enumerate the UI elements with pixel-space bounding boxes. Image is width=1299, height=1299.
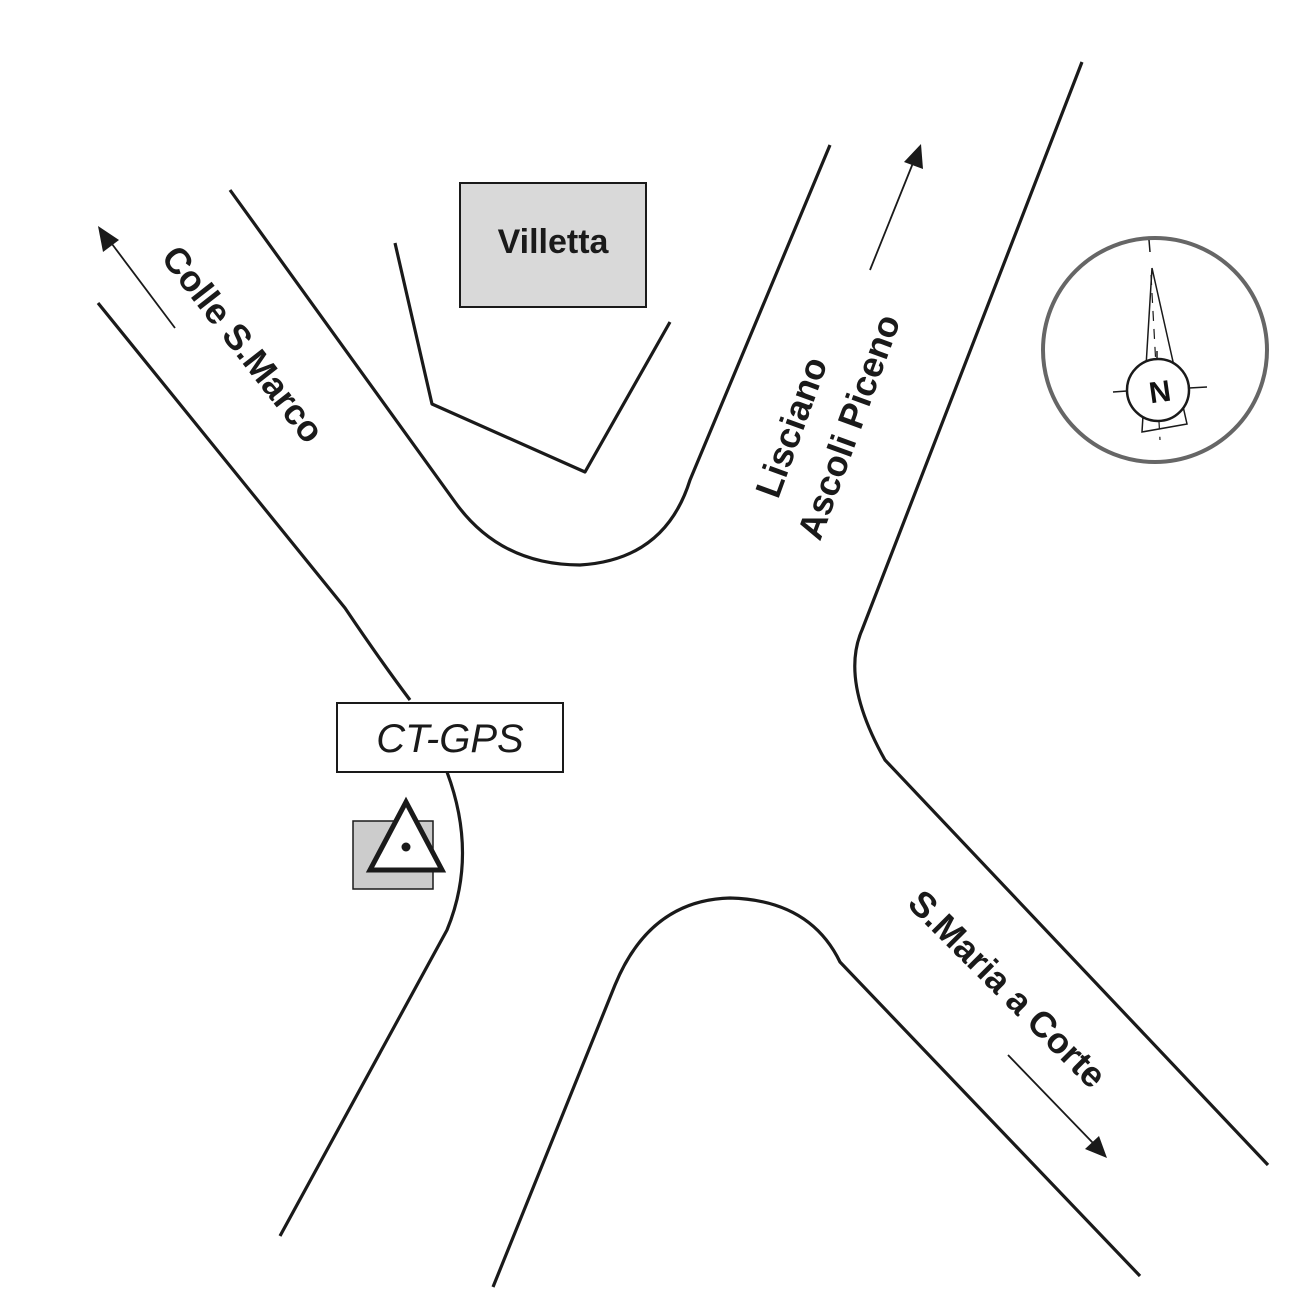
colle-direction-arrow-line [111,243,176,329]
road-label-s-maria-a-corte: S.Maria a Corte [900,882,1114,1096]
road-south-corner [491,896,1142,1288]
smaria-direction-arrow-head [1085,1136,1107,1158]
smaria-direction-arrow-line [1007,1054,1094,1144]
road-lisciano-right-edge [853,61,1270,1167]
road-west-edge-lower [278,771,465,1237]
ct-gps-label-box [336,702,564,773]
north-arrow-compass-icon: N [1041,236,1269,464]
lisciano-direction-arrow-head [904,144,923,169]
driveway-villetta [393,242,672,474]
road-colle-lisciano-corner [228,144,832,567]
villetta-building [459,182,647,308]
road-label-colle-s-marco: Colle S.Marco [154,238,333,451]
triangle-benchmark-icon [352,796,447,890]
lisciano-direction-arrow-line [869,162,914,271]
road-colle-left-edge [96,301,412,701]
compass-north-label: N [1147,375,1173,411]
ct-gps-label: CT-GPS [376,717,524,761]
villetta-label: Villetta [498,223,610,261]
colle-direction-arrow-head [98,226,119,252]
